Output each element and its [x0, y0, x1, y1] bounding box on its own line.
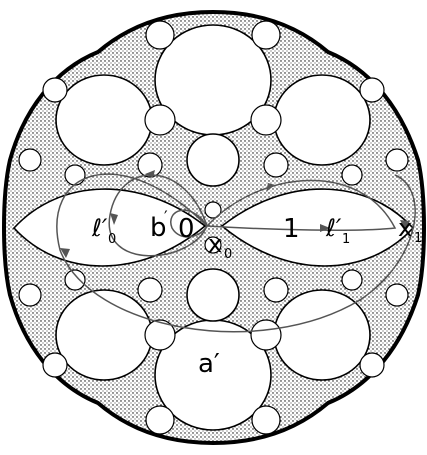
circle [146, 406, 174, 434]
label-x1-sub: 1 [414, 231, 422, 246]
circle [19, 284, 41, 306]
label-a: a′ [198, 349, 220, 379]
label-b-prime: ′ [164, 207, 168, 226]
lobe-upper-right [274, 75, 370, 165]
label-ell0-sub: 0 [108, 232, 116, 247]
circle [138, 278, 162, 302]
label-ell1: ℓ′ [325, 214, 342, 242]
circle [65, 165, 85, 185]
lobe-upper-left [56, 75, 152, 165]
circle [342, 165, 362, 185]
circle [252, 21, 280, 49]
circle [251, 105, 281, 135]
label-ell1-sub: 1 [342, 232, 350, 247]
circle [43, 353, 67, 377]
label-zero: 0 [178, 214, 195, 244]
lobe-lower-right [274, 290, 370, 380]
circle [360, 353, 384, 377]
label-one: 1 [283, 214, 300, 244]
circle [342, 270, 362, 290]
lobe-lower-left [56, 290, 152, 380]
label-ell0: ℓ′ [91, 214, 108, 242]
label-x0: x [208, 230, 222, 258]
circle [264, 153, 288, 177]
circle [146, 21, 174, 49]
circle [360, 78, 384, 102]
label-x0-sub: 0 [224, 247, 232, 262]
lobe-mid-top [187, 134, 239, 186]
circle [43, 78, 67, 102]
circle [386, 284, 408, 306]
circle [145, 105, 175, 135]
circle [251, 320, 281, 350]
label-x1: x [398, 214, 412, 242]
circle [19, 149, 41, 171]
circle [65, 270, 85, 290]
circle [386, 149, 408, 171]
circle [264, 278, 288, 302]
lobe-mid-bottom [187, 269, 239, 321]
circle [252, 406, 280, 434]
